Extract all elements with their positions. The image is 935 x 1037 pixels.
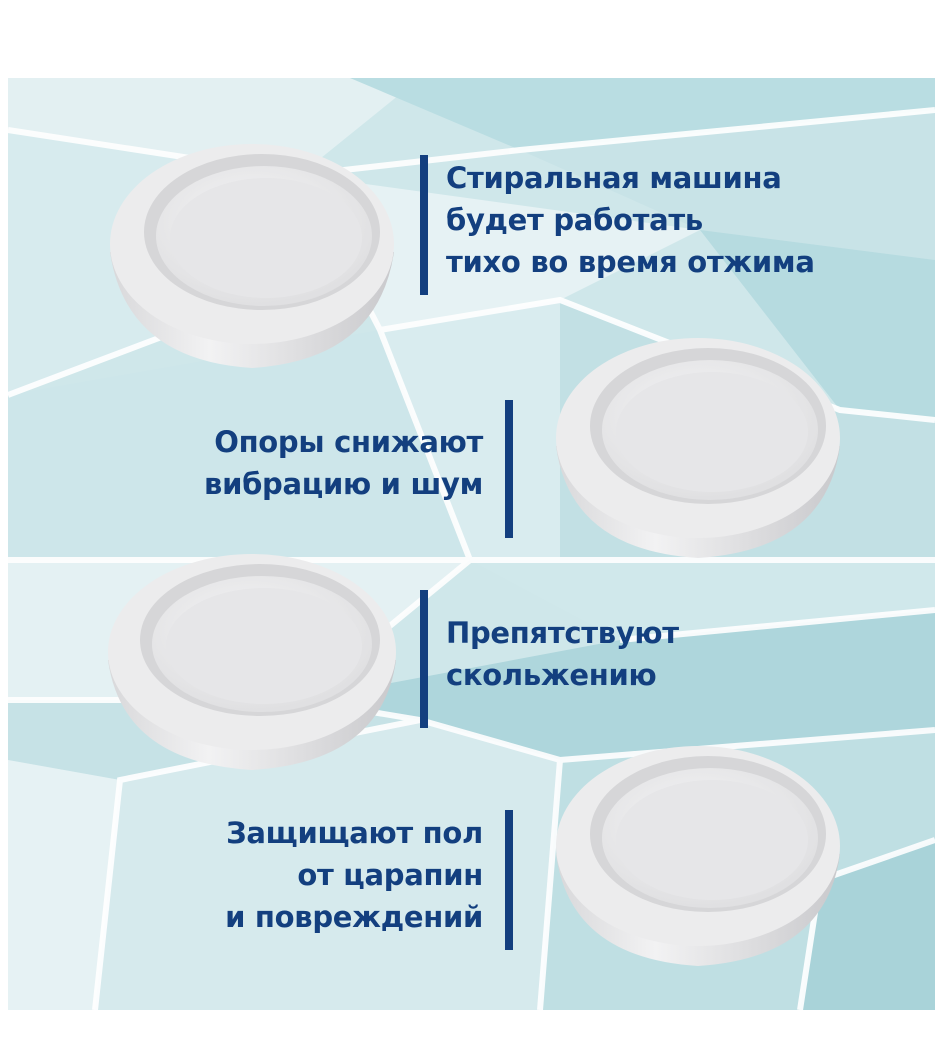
feature-text-3: Препятствуют скольжению <box>446 612 679 696</box>
accent-bar-1 <box>420 155 428 295</box>
feature-text-4: Защищают пол от царапин и повреждений <box>225 812 483 938</box>
accent-bar-3 <box>420 590 428 728</box>
feature-2-line-2: вибрацию и шум <box>204 467 483 501</box>
feature-1-line-2: будет работать <box>446 203 703 237</box>
accent-bar-4 <box>505 810 513 950</box>
feature-2-line-1: Опоры снижают <box>214 425 483 459</box>
accent-bar-2 <box>505 400 513 538</box>
anti-vibration-foot-2 <box>556 338 840 558</box>
feature-1-line-1: Стиральная машина <box>446 161 782 195</box>
anti-vibration-foot-3 <box>108 554 396 770</box>
anti-vibration-foot-4 <box>556 746 840 966</box>
feature-3-line-2: скольжению <box>446 658 657 692</box>
feature-text-2: Опоры снижают вибрацию и шум <box>204 421 483 505</box>
feature-4-line-3: и повреждений <box>225 900 483 934</box>
feature-1-line-3: тихо во время отжима <box>446 245 815 279</box>
feature-4-line-2: от царапин <box>297 858 483 892</box>
anti-vibration-foot-1 <box>110 144 394 368</box>
feature-3-line-1: Препятствуют <box>446 616 679 650</box>
feature-text-1: Стиральная машина будет работать тихо во… <box>446 157 815 283</box>
feature-4-line-1: Защищают пол <box>226 816 483 850</box>
